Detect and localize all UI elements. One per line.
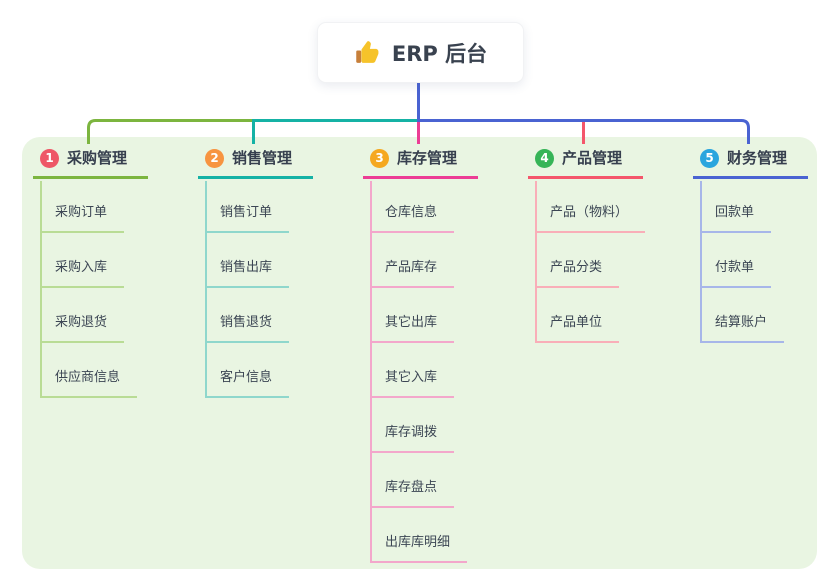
child-node[interactable]: 销售退货 [205, 313, 290, 343]
thumbs-up-icon [354, 39, 381, 66]
branch-number-badge: 4 [535, 148, 554, 168]
branch-node[interactable]: 4 产品管理 [528, 147, 643, 179]
branch-number-badge: 3 [370, 148, 389, 168]
branch-spine-line [205, 181, 207, 398]
branch-label: 财务管理 [727, 149, 788, 167]
branch-label: 销售管理 [232, 149, 293, 167]
branch-spine-line [40, 181, 42, 398]
child-node[interactable]: 产品（物料） [535, 203, 646, 233]
child-node[interactable]: 仓库信息 [370, 203, 455, 233]
child-node[interactable]: 客户信息 [205, 368, 290, 398]
child-node[interactable]: 产品库存 [370, 258, 455, 288]
branch-node[interactable]: 2 销售管理 [198, 147, 313, 179]
child-node[interactable]: 采购入库 [40, 258, 125, 288]
branch-number-badge: 1 [40, 148, 59, 168]
child-node[interactable]: 库存调拨 [370, 423, 455, 453]
child-node[interactable]: 供应商信息 [40, 368, 138, 398]
child-node[interactable]: 出库库明细 [370, 533, 468, 563]
branches-panel [22, 137, 817, 569]
child-node[interactable]: 销售订单 [205, 203, 290, 233]
branch-number-badge: 5 [700, 148, 719, 168]
child-node[interactable]: 回款单 [700, 203, 772, 233]
branch-label: 产品管理 [562, 149, 623, 167]
root-title: ERP 后台 [391, 41, 488, 66]
child-node[interactable]: 产品分类 [535, 258, 620, 288]
child-node[interactable]: 产品单位 [535, 313, 620, 343]
child-node[interactable]: 结算账户 [700, 313, 785, 343]
branch-spine-line [535, 181, 537, 343]
child-node[interactable]: 库存盘点 [370, 478, 455, 508]
branch-node[interactable]: 1 采购管理 [33, 147, 148, 179]
connector-segment [417, 80, 750, 144]
branch-number-badge: 2 [205, 148, 224, 168]
child-node[interactable]: 其它出库 [370, 313, 455, 343]
child-node[interactable]: 采购退货 [40, 313, 125, 343]
child-node[interactable]: 其它入库 [370, 368, 455, 398]
branch-spine-line [700, 181, 702, 343]
branch-label: 采购管理 [67, 149, 128, 167]
child-node[interactable]: 销售出库 [205, 258, 290, 288]
branch-node[interactable]: 3 库存管理 [363, 147, 478, 179]
root-node[interactable]: ERP 后台 [317, 22, 524, 83]
child-node[interactable]: 采购订单 [40, 203, 125, 233]
branch-label: 库存管理 [397, 149, 458, 167]
branch-spine-line [370, 181, 372, 563]
child-node[interactable]: 付款单 [700, 258, 772, 288]
branch-node[interactable]: 5 财务管理 [693, 147, 808, 179]
